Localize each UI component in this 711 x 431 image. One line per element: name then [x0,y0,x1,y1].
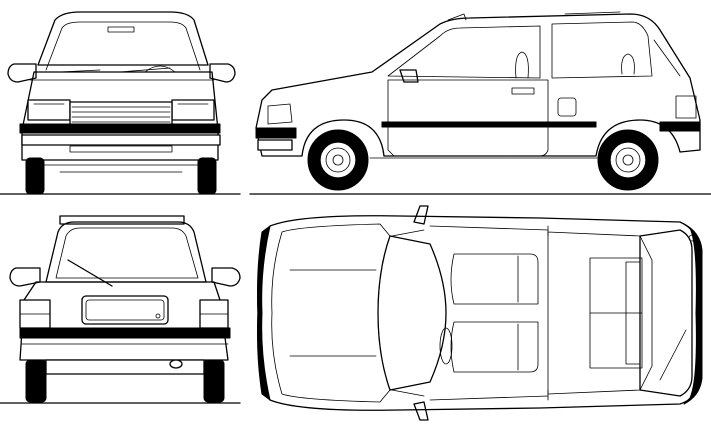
right-headlight [171,99,215,121]
exhaust-pipe [169,359,183,369]
rear-right-mirror [211,267,241,287]
roof-spoiler [59,215,185,225]
top-right-mirror [413,401,429,421]
door [387,79,549,157]
steering-wheel [439,327,453,365]
top-rear-window [639,229,693,397]
rear-view [9,215,241,403]
top-left-mirror [413,205,429,225]
top-rear-bumper [683,223,703,405]
top-view [257,205,703,421]
front-side-window [387,25,541,79]
top-front-bumper [257,225,271,401]
rear-left-tyre [25,359,47,403]
left-mirror [7,63,37,83]
side-rear-bumper [659,121,701,132]
side-moulding [381,121,597,128]
front-bumper [19,123,221,134]
side-view [255,11,701,191]
front-right-tyre [197,157,217,195]
front-left-tyre [25,157,45,195]
rear-side-window [551,21,653,79]
front-view [7,11,236,195]
side-front-bumper [255,127,297,139]
license-plate [81,295,169,325]
front-seat-right [450,321,539,373]
windscreen [377,235,447,391]
front-seat-left [450,253,539,305]
rear-bumper [19,327,231,339]
right-mirror [209,63,236,83]
left-headlight [27,99,71,121]
rear-window [55,227,199,279]
rear-left-mirror [9,267,41,287]
rear-right-tyre [203,359,225,403]
bonnet [271,223,391,403]
side-mirror [399,69,419,83]
